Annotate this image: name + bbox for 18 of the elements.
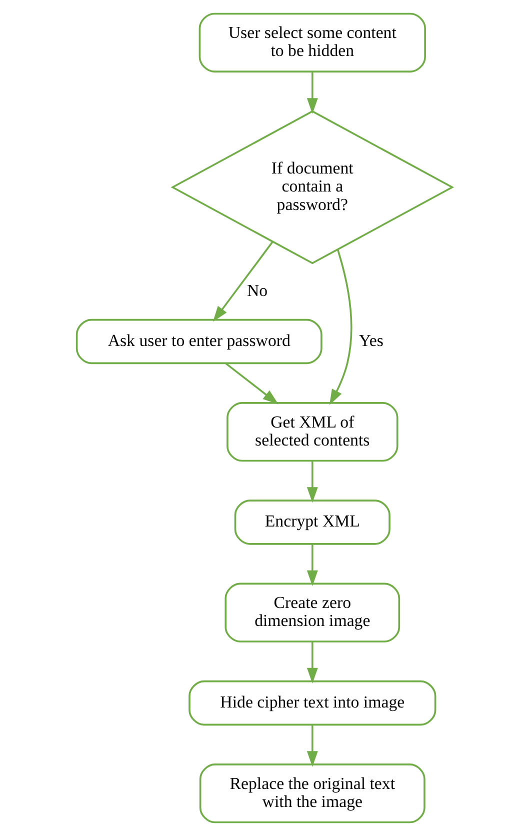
node-box: Hide cipher text into image — [188, 680, 436, 726]
node-box: User select some content to be hidden — [198, 12, 426, 72]
arrow — [328, 250, 352, 406]
node-box: Encrypt XML — [234, 500, 390, 545]
edge-label: Yes — [358, 330, 383, 350]
node-box: Ask user to enter password — [75, 318, 322, 364]
arrow — [306, 544, 318, 586]
arrow — [224, 362, 278, 404]
arrow — [306, 72, 318, 114]
node-box: Replace the original text with the image — [198, 764, 425, 824]
node-diamond: If document contain a password? — [170, 110, 454, 264]
arrow — [212, 241, 273, 322]
arrow — [306, 642, 318, 684]
node-box: Get XML of selected contents — [226, 402, 398, 462]
arrow — [306, 460, 318, 503]
arrow — [306, 725, 318, 767]
edge-label: No — [246, 280, 268, 300]
node-box: Create zero dimension image — [224, 582, 400, 642]
